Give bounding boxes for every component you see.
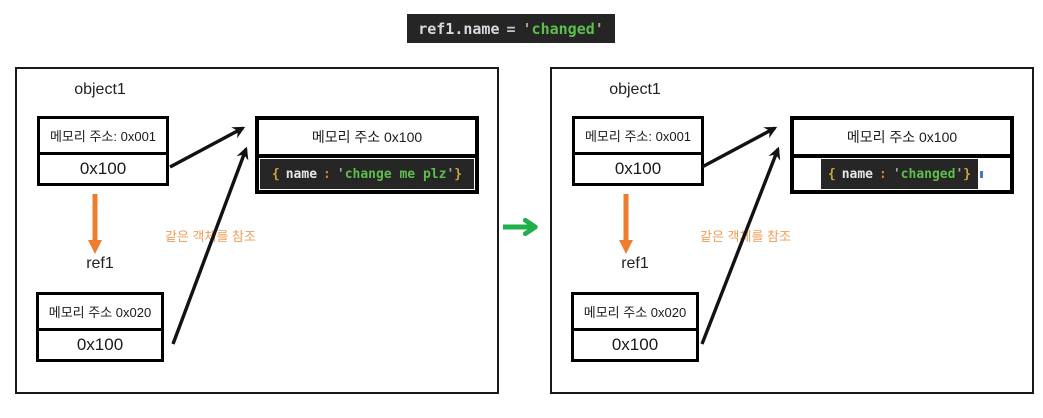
code-statement-close-quote: ' [594,19,604,38]
object1-address-header: 메모리 주소: 0x001 [575,119,701,155]
heap-memory-box: 메모리 주소 0x100 { name : ' changed ' } [790,116,1014,194]
same-object-annotation: 같은 객체를 참조 [700,229,791,244]
code-statement: ref1.name = ' changed ' [407,14,615,43]
object-literal-code: { name : ' change me plz ' } [260,159,474,189]
code-statement-operator: = [506,19,516,38]
object-literal-code: { name : ' changed ' } [820,159,979,189]
heap-object-code-row: { name : ' changed ' } [794,158,1010,190]
ref1-variable-box: 메모리 주소 0x020 0x100 [571,292,699,362]
colon: : [323,166,331,182]
heap-address-header: 메모리 주소 0x100 [259,120,475,158]
close-brace: } [454,166,463,182]
ref1-variable-box: 메모리 주소 0x020 0x100 [36,292,164,362]
open-quote: ' [336,166,345,182]
colon: : [879,166,887,182]
code-statement-string: changed [531,19,595,38]
same-object-annotation: 같은 객체를 참조 [165,229,256,244]
ref1-address-header: 메모리 주소 0x020 [574,295,696,331]
ref1-address-header: 메모리 주소 0x020 [39,295,161,331]
open-quote: ' [892,166,901,182]
ref1-value: 0x100 [76,335,124,354]
object1-variable-box: 메모리 주소: 0x001 0x100 [572,116,704,186]
before-panel: object1 메모리 주소: 0x001 0x100 메모리 주소 0x100… [15,67,499,394]
open-brace: { [827,166,836,182]
property-string-value: changed [900,166,956,182]
ref1-value: 0x100 [611,335,659,354]
object1-label: object1 [74,81,126,98]
property-key: name [285,166,318,182]
after-panel: object1 메모리 주소: 0x001 0x100 메모리 주소 0x100… [550,67,1034,394]
ref1-label: ref1 [621,255,649,272]
heap-memory-box: 메모리 주소 0x100 { name : ' change me plz ' … [255,116,479,194]
object1-address-header: 메모리 주소: 0x001 [40,119,166,155]
heap-object-code-row: { name : ' change me plz ' } [259,158,475,190]
code-statement-lhs: ref1.name [418,19,500,38]
heap-address-header: 메모리 주소 0x100 [794,120,1010,158]
close-brace: } [963,166,972,182]
code-statement-open-quote: ' [522,19,532,38]
ref1-label: ref1 [86,255,114,272]
object1-variable-box: 메모리 주소: 0x001 0x100 [37,116,169,186]
text-cursor-artifact [980,170,984,178]
object1-value: 0x100 [79,159,127,178]
object1-label: object1 [609,81,661,98]
property-string-value: change me plz [344,166,447,182]
close-quote: ' [955,166,964,182]
property-key: name [841,166,874,182]
open-brace: { [271,166,280,182]
close-quote: ' [446,166,455,182]
object1-value: 0x100 [614,159,662,178]
